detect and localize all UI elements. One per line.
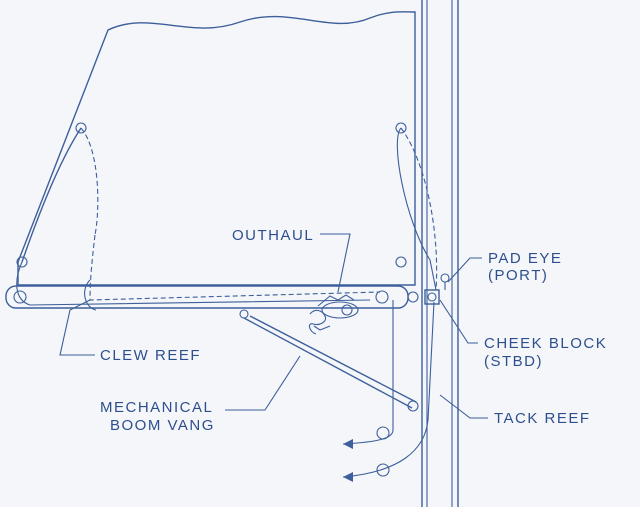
boom	[5, 285, 419, 309]
label-cheek-block: CHEEK BLOCK	[484, 335, 607, 352]
tack-reef-line	[342, 127, 438, 482]
label-cheek-block-side: (STBD)	[484, 353, 543, 370]
label-boom-vang: BOOM VANG	[110, 417, 215, 434]
clew-reef-line	[16, 127, 381, 311]
leader-lines	[59, 233, 488, 419]
label-outhaul: OUTHAUL	[232, 227, 314, 244]
label-mechanical: MECHANICAL	[100, 399, 213, 416]
cheek-block	[424, 289, 440, 305]
outhaul-fitting	[308, 294, 359, 335]
label-clew-reef: CLEW REEF	[100, 347, 201, 364]
label-pad-eye: PAD EYE	[488, 250, 562, 267]
sail-grommets	[16, 122, 407, 268]
mast-base-blocks	[342, 300, 394, 477]
boom-vang	[239, 309, 419, 412]
mast	[421, 0, 459, 507]
sail	[17, 11, 416, 286]
pad-eye	[440, 273, 450, 290]
label-tack-reef: TACK REEF	[494, 410, 591, 427]
label-pad-eye-side: (PORT)	[488, 267, 548, 284]
